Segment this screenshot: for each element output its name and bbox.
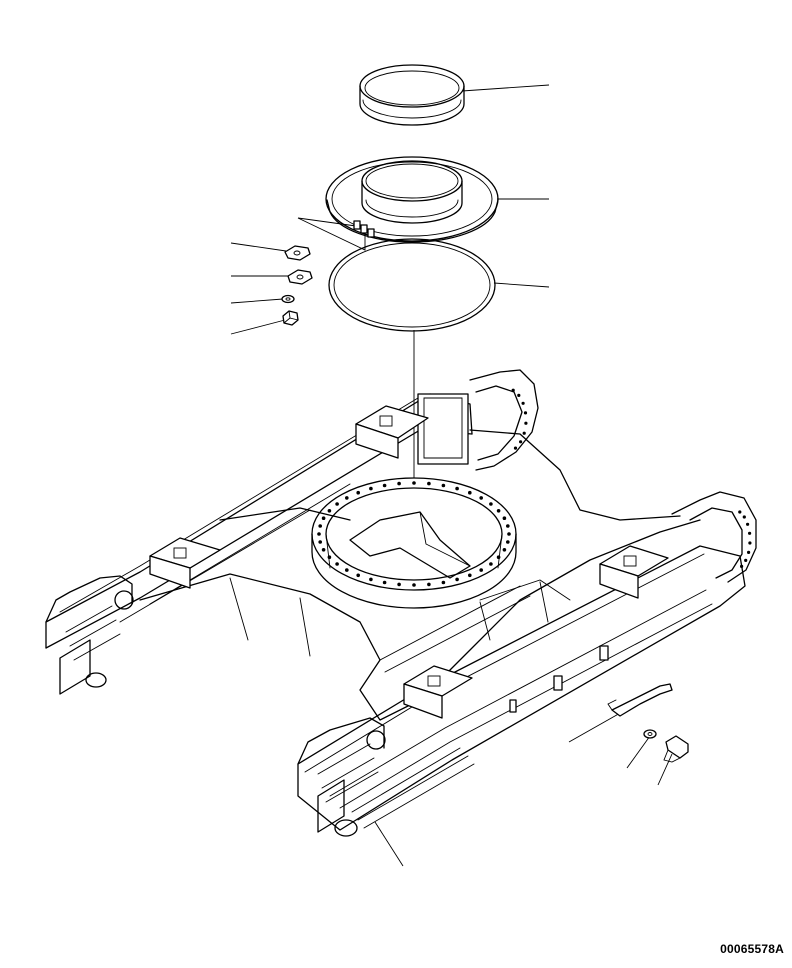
leader-line-nut: [230, 319, 286, 335]
mount-bolt-holes: [317, 481, 511, 587]
bolt-hole: [455, 486, 459, 491]
bolt-hole: [747, 550, 751, 555]
leader-lines: [230, 84, 673, 867]
bolt-hole: [511, 388, 515, 392]
leader-line-o-ring: [493, 282, 550, 288]
leader-line-bracket-bolt-a: [297, 217, 357, 227]
leader-line-washer: [230, 298, 284, 304]
bolt-hole: [489, 502, 493, 506]
clamp-assembly: [607, 683, 689, 763]
leader-line-frame: [374, 821, 404, 867]
plate-part-2: [287, 269, 313, 285]
bolt-hole: [327, 555, 332, 559]
bolt-hole: [513, 446, 518, 450]
bolt-hole: [502, 516, 507, 520]
top-seal-ring: [359, 64, 465, 126]
washer-part: [281, 294, 295, 304]
leader-line-plate-1: [230, 242, 287, 252]
bolt-hole: [318, 540, 323, 544]
bolt-hole: [479, 496, 484, 500]
bolt-hole: [524, 421, 528, 425]
leader-line-washer-small: [626, 735, 651, 769]
bolt-hole: [468, 490, 472, 495]
bolt-hole: [335, 502, 339, 506]
bolt-hole: [321, 516, 326, 520]
leader-line-bolt: [657, 753, 673, 786]
bolt-hole: [521, 401, 525, 405]
cover-bolts: [353, 220, 375, 238]
bolt-part: [665, 735, 689, 759]
swing-circle-cover: [325, 156, 499, 243]
bolt-hole: [321, 548, 326, 552]
bolt-hole: [455, 577, 459, 582]
bolt-hole: [748, 541, 752, 545]
bolt-hole: [468, 573, 472, 578]
bolt-hole: [507, 532, 511, 536]
bolt-hole: [356, 490, 361, 495]
bolt-hole: [496, 509, 501, 513]
clamp-part: [611, 683, 673, 717]
bolt-hole: [427, 582, 431, 587]
hoop-top-holes: [511, 388, 528, 450]
bolt-hole: [744, 558, 748, 563]
bolt-hole: [441, 580, 446, 585]
bolt-hole: [506, 540, 510, 544]
bolt-hole: [523, 411, 528, 415]
bolt-hole: [412, 481, 416, 485]
leader-bracket-bolts: [297, 217, 366, 251]
bolt-hole: [356, 573, 361, 578]
bolt-hole: [369, 577, 373, 582]
bolt-hole: [397, 481, 401, 486]
hoop-right-holes: [738, 510, 752, 569]
washer-small-part: [643, 729, 657, 739]
bolt-hole: [517, 393, 521, 397]
bolt-hole: [519, 440, 523, 444]
bolt-hole: [412, 583, 416, 587]
bolt-hole: [748, 531, 752, 535]
bolt-hole: [522, 431, 526, 435]
bolt-hole: [738, 510, 742, 514]
bolt-hole: [369, 486, 373, 491]
plate-part-1: [284, 245, 311, 261]
leader-line-clamp: [568, 711, 623, 743]
track-frame: [45, 369, 757, 837]
bolt-hole: [427, 481, 431, 486]
bolt-hole: [345, 568, 349, 572]
leader-line-top-seal: [461, 84, 550, 92]
bolt-hole: [506, 524, 510, 528]
bolt-hole: [318, 524, 323, 528]
bolt-hole: [502, 548, 507, 552]
small-hardware: [281, 245, 313, 326]
bolt-hole: [397, 582, 401, 587]
bolt-hole: [382, 580, 387, 585]
mount-pads: [149, 405, 669, 719]
bolt-hole: [382, 483, 387, 488]
bolt-hole: [345, 496, 349, 500]
bolt-hole: [496, 555, 501, 559]
bolt-hole: [746, 522, 750, 526]
bolt-hole: [317, 532, 321, 536]
o-ring-large: [328, 238, 496, 332]
bolt-hole: [479, 568, 484, 572]
drawing-number: 00065578A: [720, 942, 784, 956]
bolt-hole: [335, 562, 339, 566]
bolt-hole: [441, 483, 446, 488]
bolt-hole: [740, 564, 744, 569]
bolt-hole: [489, 562, 493, 566]
bolt-hole: [327, 509, 332, 513]
bolt-hole: [742, 515, 746, 519]
